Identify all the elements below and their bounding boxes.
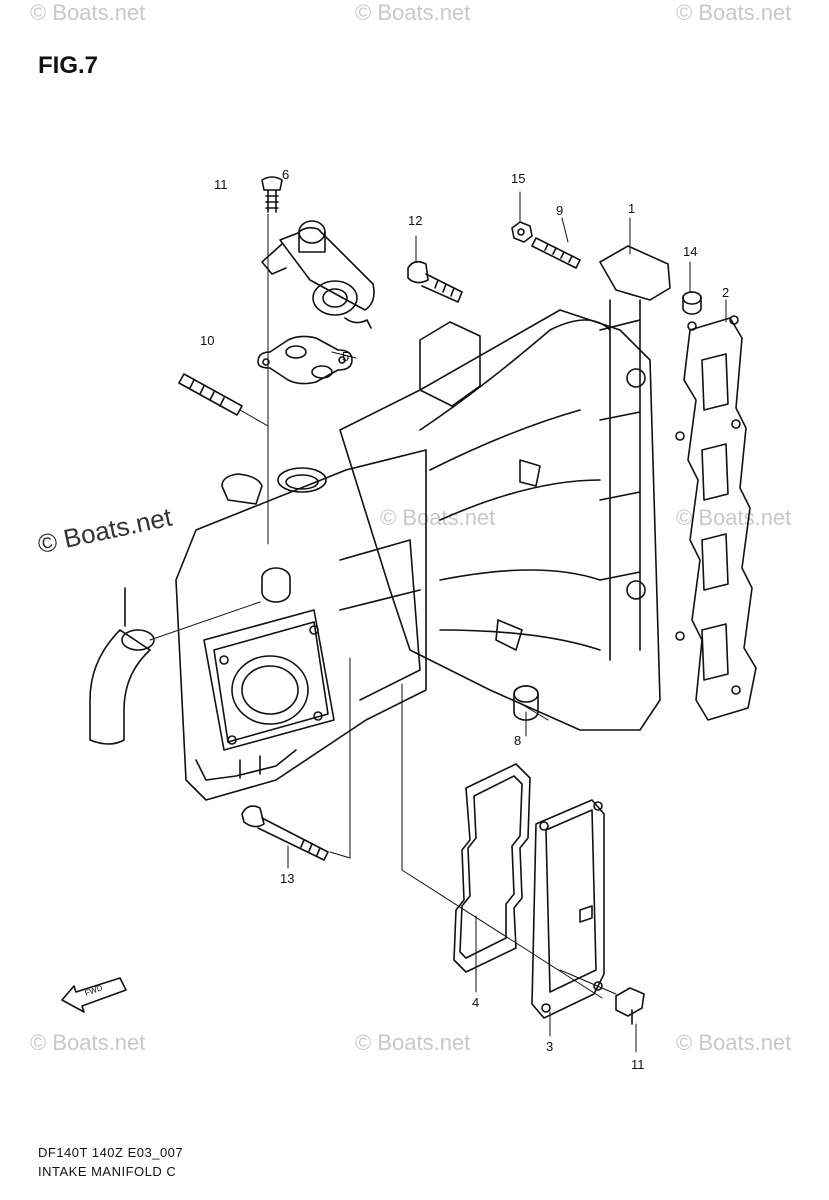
callout-11-top: 11 <box>214 177 228 192</box>
part-3-cover-plate <box>532 800 604 1018</box>
watermark: © Boats.net <box>676 0 792 25</box>
part-12-bolt <box>408 262 462 302</box>
part-5-gasket <box>258 336 352 383</box>
callout-9: 9 <box>556 203 564 218</box>
callout-15: 15 <box>511 171 526 186</box>
part-13-bolt <box>242 806 328 860</box>
callout-4: 4 <box>472 995 480 1010</box>
callout-2: 2 <box>722 285 730 300</box>
part-1-manifold <box>340 246 670 730</box>
watermark: © Boats.net <box>355 0 471 25</box>
part-14-dowel <box>683 292 701 314</box>
model-code: DF140T 140Z E03_007 <box>38 1145 184 1160</box>
callout-3: 3 <box>546 1039 554 1054</box>
diagram-caption: INTAKE MANIFOLD C <box>38 1164 177 1179</box>
figure-title: FIG.7 <box>38 52 99 79</box>
watermark: © Boats.net <box>380 505 496 530</box>
fwd-arrow-icon: FWD <box>62 978 126 1012</box>
callout-11-bottom: 11 <box>631 1057 645 1072</box>
callout-6: 6 <box>282 167 290 182</box>
callout-10: 10 <box>200 333 215 348</box>
part-15-nut <box>512 222 532 242</box>
callout-5: 5 <box>342 349 350 364</box>
part-6-idle-valve <box>262 221 374 328</box>
callout-1: 1 <box>628 201 636 216</box>
watermark: © Boats.net <box>30 0 146 25</box>
watermark: © Boats.net <box>355 1030 471 1055</box>
callout-12: 12 <box>408 213 423 228</box>
part-10-stud <box>179 374 242 415</box>
watermark: © Boats.net <box>676 1030 792 1055</box>
watermark: © Boats.net <box>30 1030 146 1055</box>
leader-lines <box>150 192 726 1052</box>
part-2-manifold-gasket <box>676 316 756 720</box>
watermark: © Boats.net <box>676 505 792 530</box>
part-11-bolt-top <box>262 177 282 212</box>
callout-13: 13 <box>280 871 295 886</box>
part-11-bolt-bottom <box>616 988 644 1024</box>
throttle-body <box>176 450 426 800</box>
callout-8: 8 <box>514 733 522 748</box>
part-8-plug <box>514 686 538 720</box>
part-4-cover-gasket <box>454 764 530 972</box>
callout-14: 14 <box>683 244 698 259</box>
part-9-stud <box>532 238 580 268</box>
part-hose <box>90 588 154 744</box>
